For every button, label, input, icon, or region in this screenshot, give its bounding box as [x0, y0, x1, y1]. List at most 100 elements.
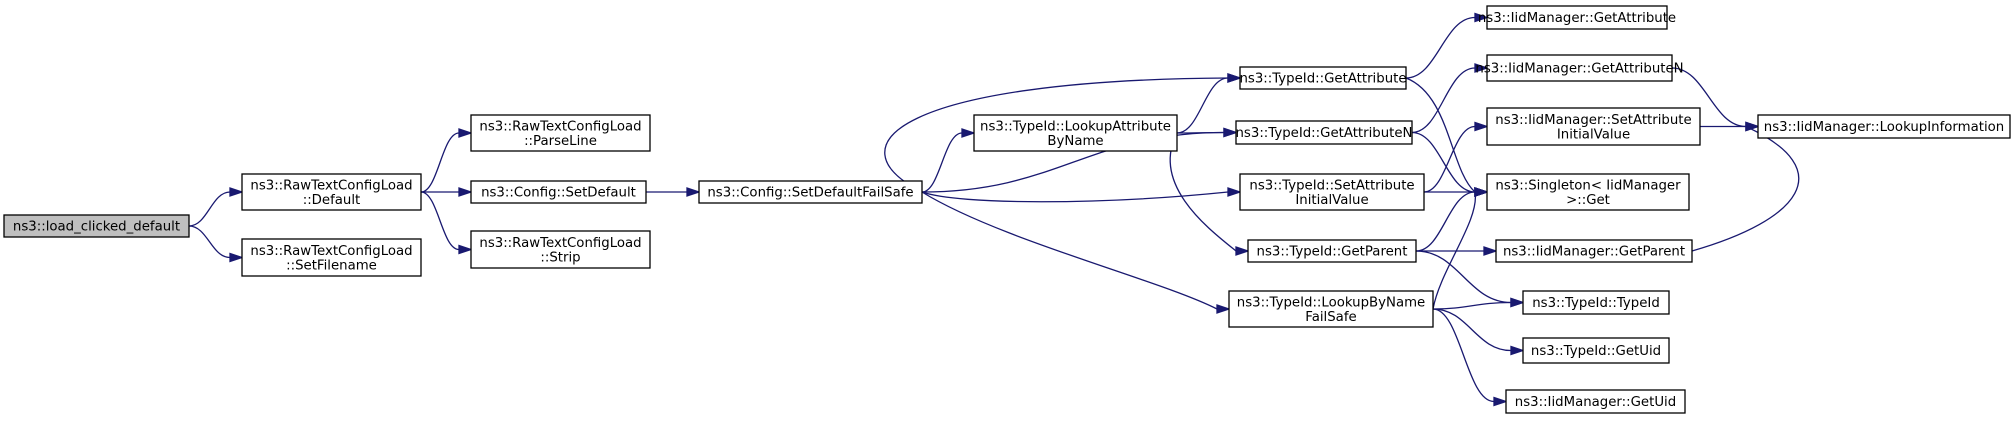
- node-label: InitialValue: [1557, 127, 1630, 142]
- node-box: [1228, 290, 1434, 328]
- edge-line: [884, 77, 1229, 193]
- node-label: InitialValue: [1295, 193, 1368, 208]
- arrowhead-icon: [458, 128, 474, 138]
- arrowhead-icon: [1510, 345, 1526, 356]
- node-load-clicked-default: ns3::load_clicked_default: [3, 214, 190, 238]
- node-rtcl-default[interactable]: ns3::RawTextConfigLoad::Default: [241, 173, 422, 211]
- edge-line: [1411, 67, 1476, 134]
- edge-line: [420, 191, 460, 251]
- edge-line: [921, 191, 1218, 310]
- edge-line: [1671, 67, 1747, 128]
- edge-line: [1411, 131, 1476, 193]
- node-box: [1522, 290, 1670, 315]
- node-box: [470, 180, 647, 204]
- arrowhead-icon: [1745, 121, 1761, 132]
- node-label: ns3::TypeId::GetParent: [1257, 245, 1408, 260]
- arrowhead-icon: [1474, 12, 1490, 23]
- node-label: ns3::RawTextConfigLoad: [250, 178, 412, 193]
- edge-line: [1432, 308, 1512, 352]
- edge-rtcl-default-to-rtcl-strip: [420, 191, 474, 255]
- edge-line: [1415, 250, 1512, 304]
- node-label: ns3::TypeId::GetAttributeN: [1236, 126, 1413, 141]
- node-iid-lookupinformation[interactable]: ns3::IidManager::LookupInformation: [1757, 114, 2011, 139]
- edge-line: [1432, 308, 1495, 403]
- edge-config-setdefaultfailsafe-to-typeid-lookupbynamefailsafe: [921, 191, 1232, 314]
- edge-config-setdefaultfailsafe-to-typeid-setattributeinitialvalue: [921, 187, 1243, 203]
- edge-rtcl-default-to-rtcl-parseline: [420, 128, 474, 193]
- node-rtcl-setfilename[interactable]: ns3::RawTextConfigLoad::SetFilename: [241, 238, 422, 277]
- node-config-setdefaultfailsafe[interactable]: ns3::Config::SetDefaultFailSafe: [698, 180, 923, 204]
- node-box: [3, 214, 190, 238]
- node-label: >::Get: [1566, 193, 1610, 208]
- edge-typeid-getattribute-to-iid-getattribute: [1405, 12, 1490, 79]
- node-typeid-typeid[interactable]: ns3::TypeId::TypeId: [1522, 290, 1670, 315]
- edge-load-clicked-default-to-rtcl-default: [188, 187, 245, 227]
- node-box: [1486, 107, 1701, 146]
- edge-typeid-lookupattributebyname-to-typeid-getattributen: [1176, 127, 1239, 138]
- node-box: [1495, 239, 1693, 263]
- node-box: [1239, 66, 1407, 90]
- node-label: ns3::RawTextConfigLoad: [479, 119, 641, 134]
- node-rtcl-parseline[interactable]: ns3::RawTextConfigLoad::ParseLine: [470, 114, 651, 152]
- node-typeid-getattributen[interactable]: ns3::TypeId::GetAttributeN: [1235, 120, 1413, 145]
- node-typeid-getparent[interactable]: ns3::TypeId::GetParent: [1247, 239, 1417, 263]
- edge-typeid-setattributeinitialvalue-to-iid-setattributeinitialvalue: [1423, 121, 1490, 193]
- node-label: ns3::Singleton< IidManager: [1495, 178, 1681, 193]
- arrowhead-icon: [1474, 187, 1490, 197]
- node-typeid-getattribute[interactable]: ns3::TypeId::GetAttribute: [1239, 66, 1407, 90]
- node-box: [1239, 173, 1425, 211]
- node-iid-getuid[interactable]: ns3::IidManager::GetUid: [1505, 389, 1686, 414]
- node-typeid-getuid[interactable]: ns3::TypeId::GetUid: [1522, 337, 1670, 364]
- node-iid-getparent[interactable]: ns3::IidManager::GetParent: [1495, 239, 1693, 263]
- edge-line: [1176, 77, 1229, 134]
- edge-line: [1405, 77, 1476, 193]
- node-label: ::Default: [303, 193, 361, 208]
- node-box: [1486, 173, 1690, 211]
- arrowhead-icon: [1510, 297, 1526, 308]
- node-label: ns3::load_clicked_default: [13, 220, 180, 235]
- edge-typeid-getparent-to-singleton-get: [1415, 187, 1490, 252]
- arrowhead-icon: [458, 187, 474, 197]
- edge-line: [420, 132, 460, 193]
- node-label: ns3::TypeId::LookupAttribute: [980, 119, 1171, 134]
- arrowhead-icon: [1483, 246, 1499, 256]
- arrowhead-icon: [229, 252, 245, 263]
- node-label: ns3::TypeId::SetAttribute: [1249, 178, 1414, 193]
- arrowhead-icon: [1235, 246, 1251, 256]
- node-box: [241, 173, 422, 211]
- node-box: [1757, 114, 2011, 139]
- edge-line: [1691, 125, 1800, 252]
- node-label: ns3::IidManager::LookupInformation: [1764, 120, 2004, 135]
- node-box: [1247, 239, 1417, 263]
- node-box: [1505, 389, 1686, 414]
- edge-line: [188, 191, 231, 227]
- edge-typeid-lookupbynamefailsafe-to-typeid-typeid: [1432, 297, 1526, 310]
- node-config-setdefault[interactable]: ns3::Config::SetDefault: [470, 180, 647, 204]
- edge-line: [1432, 301, 1512, 310]
- node-label: ns3::IidManager::GetAttribute: [1478, 11, 1676, 26]
- arrowhead-icon: [1227, 73, 1243, 83]
- node-label: ns3::Config::SetDefaultFailSafe: [707, 186, 913, 201]
- node-rtcl-strip[interactable]: ns3::RawTextConfigLoad::Strip: [470, 230, 651, 269]
- node-label: ns3::RawTextConfigLoad: [479, 236, 641, 251]
- node-box: [1486, 5, 1668, 30]
- node-label: ::SetFilename: [286, 258, 377, 273]
- node-iid-setattributeinitialvalue[interactable]: ns3::IidManager::SetAttributeInitialValu…: [1486, 107, 1701, 146]
- arrowhead-icon: [1223, 127, 1239, 138]
- arrowhead-icon: [1474, 121, 1490, 132]
- node-iid-getattributen[interactable]: ns3::IidManager::GetAttributeN: [1475, 54, 1684, 82]
- node-box: [1486, 54, 1673, 82]
- node-label: ByName: [1047, 134, 1103, 149]
- node-singleton-get[interactable]: ns3::Singleton< IidManager >::Get: [1486, 173, 1690, 211]
- node-label: ns3::TypeId::GetUid: [1531, 344, 1661, 359]
- edge-typeid-lookupbynamefailsafe-to-iid-getuid: [1432, 308, 1509, 407]
- edge-line: [188, 225, 231, 259]
- node-iid-getattribute[interactable]: ns3::IidManager::GetAttribute: [1478, 5, 1676, 30]
- edge-line: [1432, 191, 1477, 310]
- node-box: [241, 238, 422, 277]
- node-label: ns3::TypeId::GetAttribute: [1239, 72, 1406, 87]
